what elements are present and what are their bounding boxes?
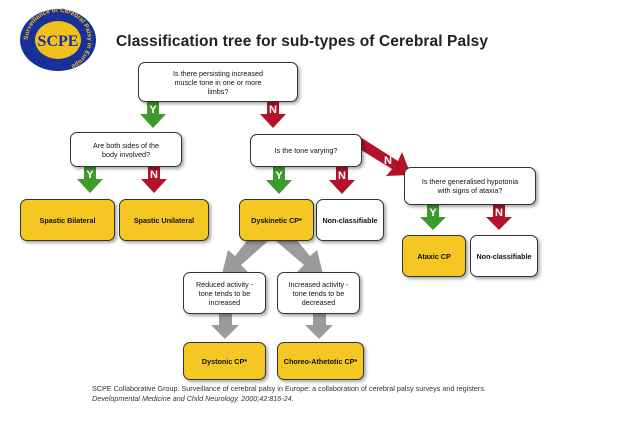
outcome-dyskinetic: Dyskinetic CP* [239, 199, 314, 241]
grey-arrow-right [276, 232, 323, 274]
yes-label-3: Y [275, 170, 283, 182]
scpe-logo: Surveillance of Cerebral Palsy in Europe… [20, 8, 96, 71]
branch-reduced-activity: Reduced activity - tone tends to be incr… [183, 272, 266, 314]
no-arrow-4 [486, 205, 512, 230]
outcome-spastic-bilateral: Spastic Bilateral [20, 199, 115, 241]
question-tone-varying: Is the tone varying? [250, 134, 362, 167]
outcome-non-classifiable-1: Non-classifiable [316, 199, 384, 241]
reference-line-1: SCPE Collaborative Group. Surveillance o… [92, 384, 486, 393]
logo-mark: SCPE [38, 33, 79, 50]
yes-label-4: Y [429, 207, 437, 219]
yes-arrow-3 [266, 167, 292, 194]
yes-label-1: Y [149, 104, 157, 116]
no-label-1: N [269, 104, 277, 116]
yes-arrow-2 [77, 166, 103, 193]
grey-arrow-left [222, 232, 268, 274]
branch-increased-activity: Increased activity - tone tends to be de… [277, 272, 360, 314]
grey-arrow-down-1 [211, 312, 239, 339]
no-arrow-1 [260, 101, 286, 128]
logo-inner-disc [35, 21, 81, 59]
no-arrow-3 [329, 167, 355, 194]
no-label-4: N [495, 207, 503, 219]
outcome-ataxic: Ataxic CP [402, 235, 466, 277]
grey-arrow-down-2 [305, 312, 333, 339]
no-arrow-diagonal [353, 135, 411, 176]
yes-label-2: Y [86, 169, 94, 181]
no-label-diagonal: N [384, 155, 392, 167]
question-muscle-tone: Is there persisting increased muscle ton… [138, 62, 298, 102]
no-label-3: N [338, 170, 346, 182]
no-arrow-2 [141, 166, 167, 193]
question-both-sides: Are both sides of the body involved? [70, 132, 182, 167]
page-title: Classification tree for sub-types of Cer… [116, 33, 489, 50]
question-hypotonia: Is there generalised hypotonia with sign… [404, 167, 536, 205]
yes-arrow-4 [420, 205, 446, 230]
outcome-dystonic: Dystonic CP* [183, 342, 266, 380]
reference-citation: SCPE Collaborative Group. Surveillance o… [92, 384, 486, 403]
no-label-2: N [150, 169, 158, 181]
outcome-non-classifiable-2: Non-classifiable [470, 235, 538, 277]
reference-line-2: Developmental Medicine and Child Neurolo… [92, 393, 294, 403]
outcome-spastic-unilateral: Spastic Unilateral [119, 199, 209, 241]
yes-arrow-1 [140, 101, 166, 128]
outcome-choreo-athetotic: Choreo-Athetotic CP* [277, 342, 364, 380]
